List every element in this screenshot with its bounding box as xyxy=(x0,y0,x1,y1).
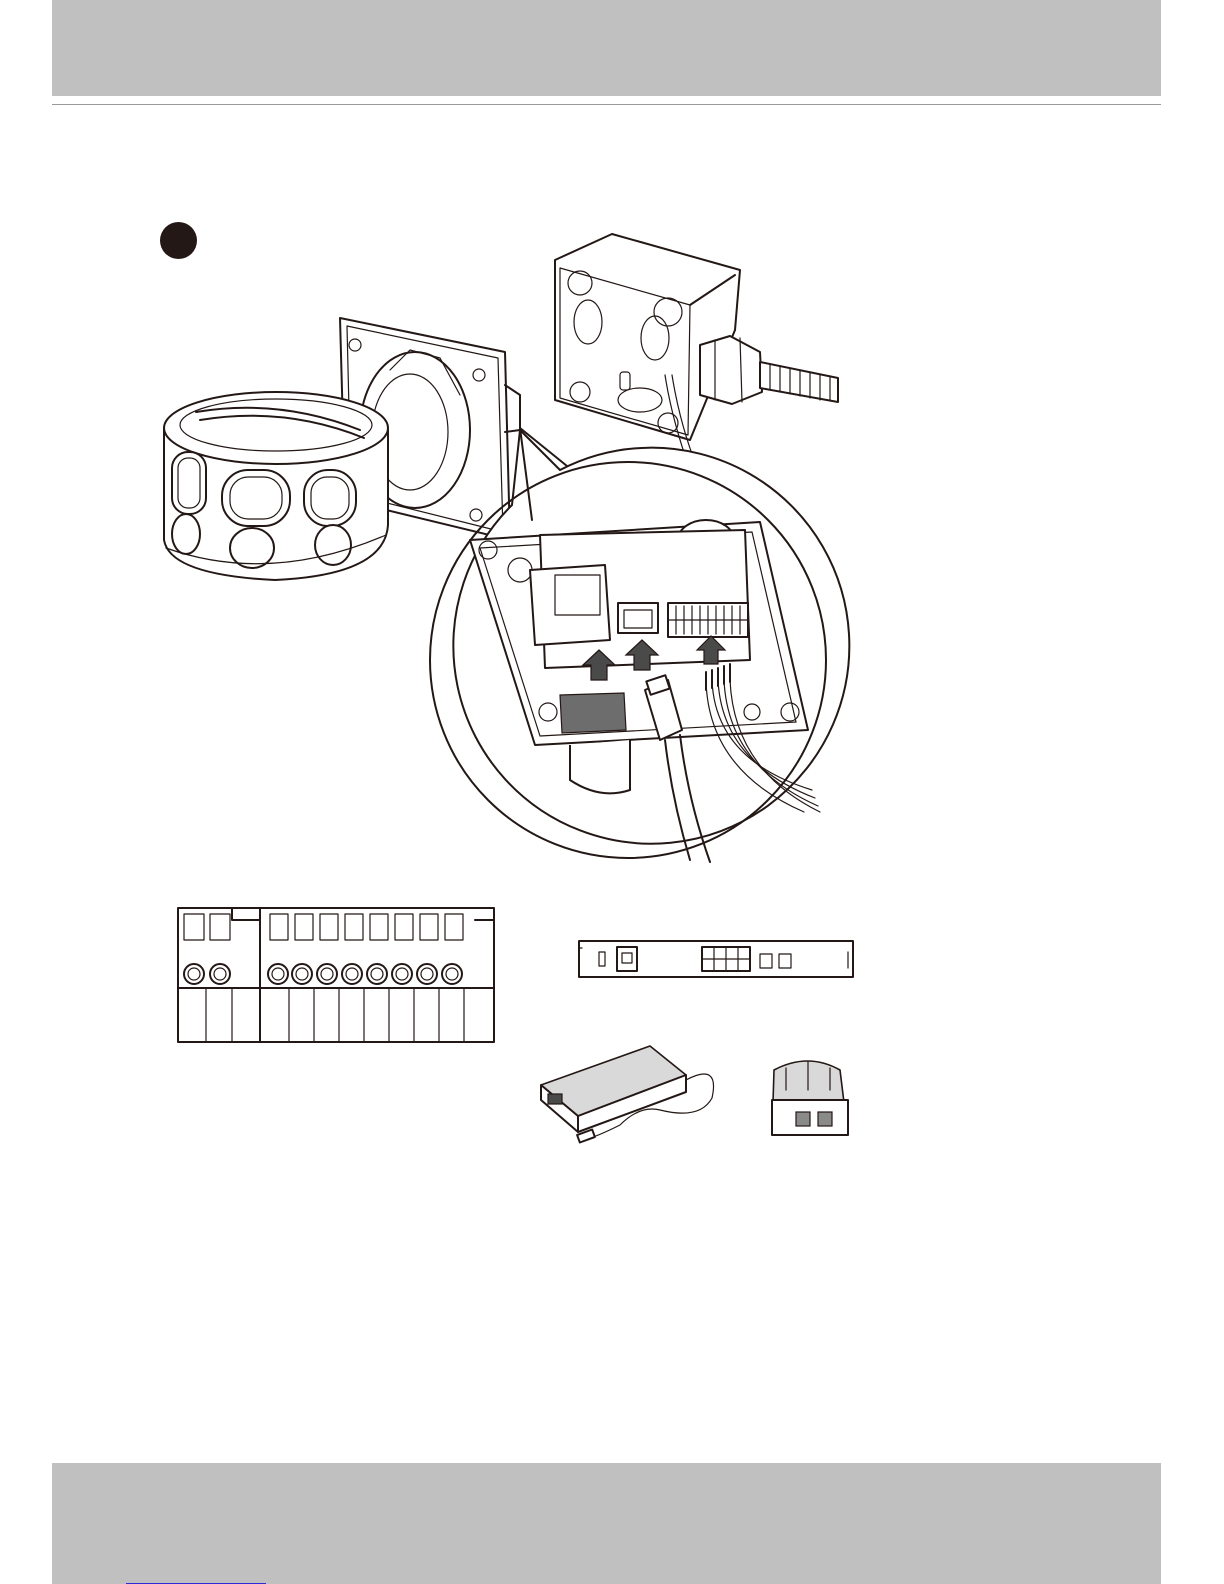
poe-switch-illustration xyxy=(579,941,853,977)
junction-box-illustration xyxy=(555,234,838,470)
camera-body-illustration xyxy=(164,392,388,580)
terminal-pins-left xyxy=(184,914,232,1042)
page-footer-band xyxy=(52,1463,1161,1584)
terminal-pins-right xyxy=(268,914,464,1042)
power-adapter-illustration xyxy=(541,1046,714,1142)
terminal-block-illustration xyxy=(178,908,494,1042)
poe-injector-illustration xyxy=(772,1061,848,1135)
